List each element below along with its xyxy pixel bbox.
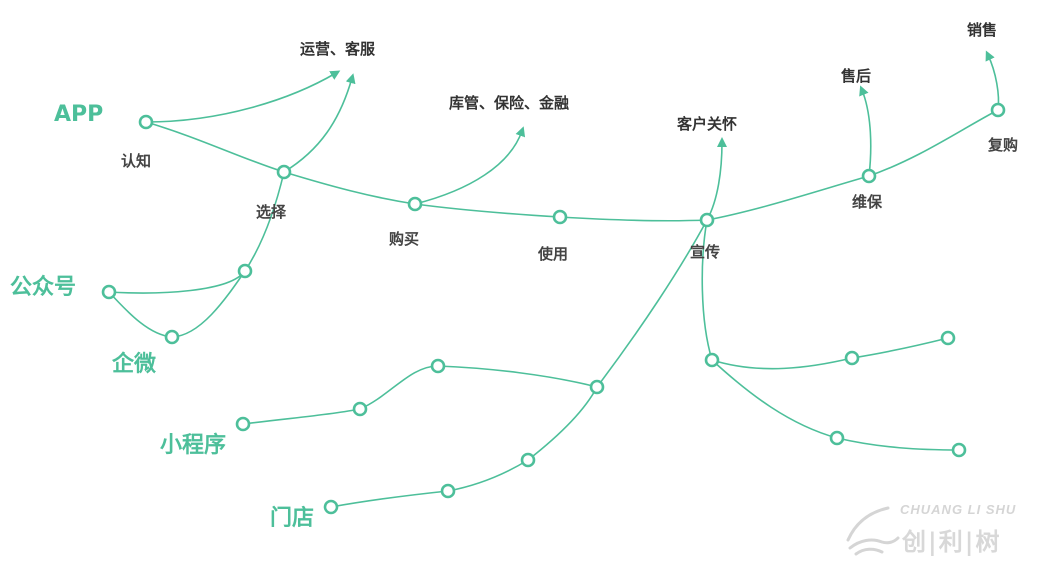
logo-english: CHUANG LI SHU bbox=[900, 502, 1017, 517]
node-gongzhonghao bbox=[101, 284, 117, 300]
channel-xiaochengxu: 小程序 bbox=[160, 433, 227, 458]
node-junction bbox=[589, 379, 605, 395]
node-mendian bbox=[323, 499, 339, 515]
node-weibao bbox=[861, 168, 877, 184]
node-lr-1 bbox=[704, 352, 720, 368]
logo-wave-icon bbox=[846, 506, 900, 556]
path-xiaochengxu bbox=[242, 365, 598, 425]
node-lr-3 bbox=[940, 330, 956, 346]
node-xcx-1 bbox=[352, 401, 368, 417]
branch-kehu bbox=[706, 137, 727, 221]
channel-qiwei: 企微 bbox=[112, 352, 157, 377]
node-gzh-mid bbox=[237, 263, 253, 279]
channel-gongzhonghao: 公众号 bbox=[10, 275, 77, 300]
path-qiwei bbox=[108, 270, 246, 338]
branch-label-xiaoshou: 销售 bbox=[967, 21, 998, 39]
node-md-1 bbox=[440, 483, 456, 499]
brand-logo: CHUANG LI SHU 创|利|树 bbox=[842, 500, 1042, 558]
step-shiyong: 使用 bbox=[538, 245, 569, 263]
step-xuanchuan: 宣传 bbox=[690, 243, 721, 261]
step-goumai: 购买 bbox=[389, 230, 420, 248]
node-xuanze bbox=[276, 164, 292, 180]
branch-label-shouhou: 售后 bbox=[841, 67, 872, 85]
node-xcx-2 bbox=[430, 358, 446, 374]
branch-label-yunying: 运营、客服 bbox=[300, 40, 376, 58]
path-lower-right-1 bbox=[701, 219, 949, 370]
step-renzhi: 认知 bbox=[121, 152, 152, 170]
node-md-2 bbox=[520, 452, 536, 468]
branch-xiaoshou bbox=[985, 50, 1000, 111]
node-lr-5 bbox=[951, 442, 967, 458]
path-mendian bbox=[330, 219, 708, 508]
branch-label-kuguan: 库管、保险、金融 bbox=[449, 94, 570, 112]
logo-chinese: 创|利|树 bbox=[902, 527, 1002, 556]
node-lr-4 bbox=[829, 430, 845, 446]
node-lr-2 bbox=[844, 350, 860, 366]
node-fugou bbox=[990, 102, 1006, 118]
step-fugou: 复购 bbox=[988, 136, 1019, 154]
branch-shouhou bbox=[859, 85, 872, 177]
node-xiaochengxu bbox=[235, 416, 251, 432]
branch-yunying bbox=[145, 70, 341, 123]
node-app bbox=[138, 114, 154, 130]
channel-mendian: 门店 bbox=[270, 506, 315, 531]
branch-kuguan bbox=[414, 126, 526, 205]
node-shiyong bbox=[552, 209, 568, 225]
branch-label-kehu: 客户关怀 bbox=[677, 115, 738, 133]
node-qiwei bbox=[164, 329, 180, 345]
channel-app: APP bbox=[54, 102, 104, 127]
step-weibao: 维保 bbox=[852, 193, 883, 211]
branch-yunying-2 bbox=[283, 73, 356, 173]
node-xuanchuan bbox=[699, 212, 715, 228]
node-goumai bbox=[407, 196, 423, 212]
step-xuanze: 选择 bbox=[256, 203, 287, 221]
path-gongzhonghao bbox=[108, 171, 285, 294]
